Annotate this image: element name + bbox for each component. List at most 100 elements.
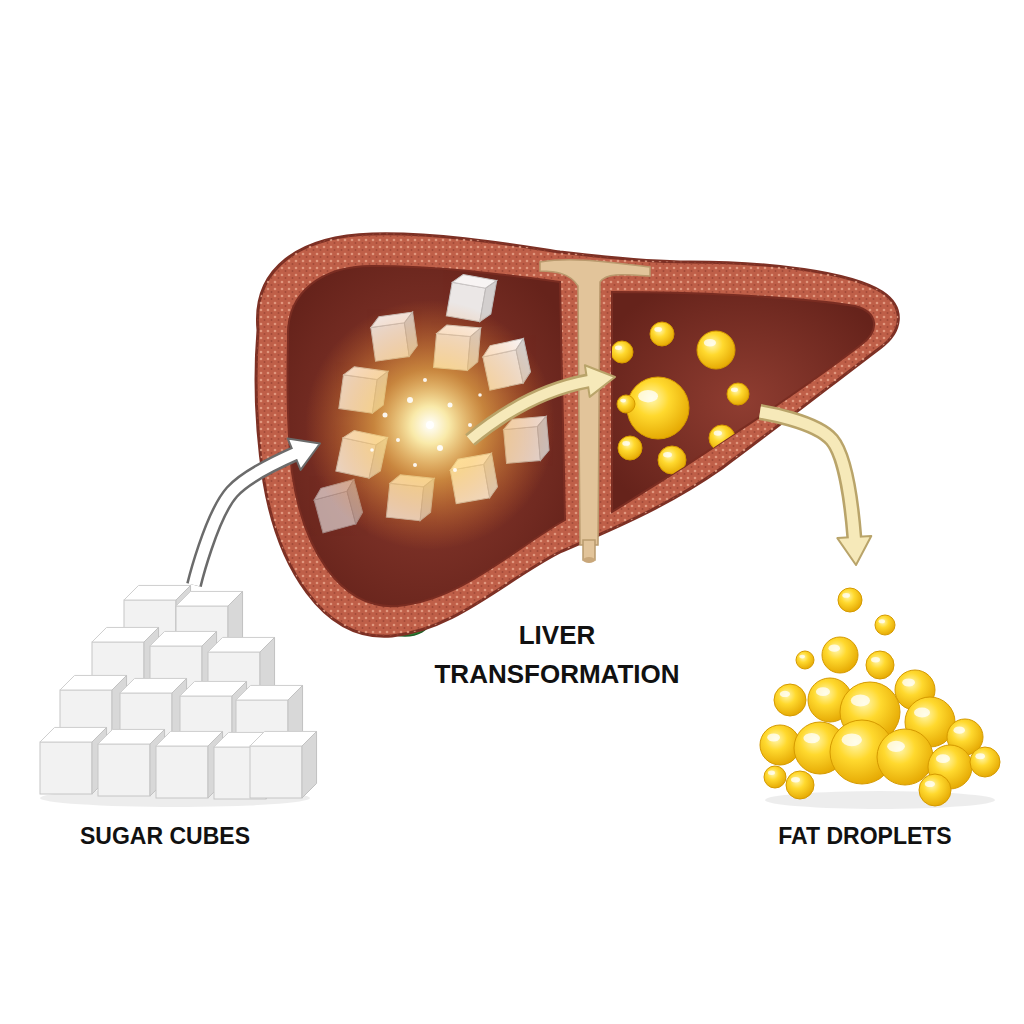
droplet-shine [803,733,820,743]
droplet-body [877,729,933,785]
fat-droplet [611,341,633,363]
right-lobe-fat-droplets [611,322,749,474]
inner-arrow-body [470,381,589,440]
fat-droplet [796,651,814,669]
fat-droplet-pile [760,588,1000,806]
droplet-body [658,446,686,474]
droplet-shine [731,388,738,392]
sparkle [426,421,434,429]
flow-arrow [760,412,871,565]
sparkle [396,438,400,442]
droplet-body [627,377,689,439]
droplet-shine [842,593,850,598]
droplet-body [866,651,894,679]
droplet-body [611,341,633,363]
inner-arrow [470,365,615,440]
fat-droplet [617,395,635,413]
inner-arrow-outline [470,381,588,440]
droplet-body [822,637,858,673]
droplet-shine [620,399,626,403]
droplet-body [650,322,674,346]
fat-droplet [618,436,642,460]
droplet-shine [925,781,935,787]
fat-droplet [822,637,858,673]
arrow-head [837,536,871,565]
droplet-shine [714,430,722,435]
left-lobe-cavity [287,266,565,606]
node-label: SUGAR CUBES [35,823,295,851]
sugar-cube [40,727,107,794]
right-lobe-cavity [612,292,874,512]
fat-droplet [650,322,674,346]
cube-front [156,746,208,798]
droplet-shine [871,657,880,663]
liver-group: LIVER TRANSFORMATION [320,250,760,700]
sparkle [383,413,388,418]
droplet-body [727,383,749,405]
fat-droplet [786,771,814,799]
sparkles [370,378,482,472]
droplet-body [697,331,735,369]
fat-droplet [697,331,735,369]
droplet-shine [887,741,905,752]
droplet-body [786,771,814,799]
droplet-shine [791,777,800,783]
arrow-body [760,412,856,565]
droplet-shine [936,754,950,763]
droplet-shine [975,753,985,759]
droplet-shine [953,727,965,734]
droplet-body [838,588,862,612]
droplet-shine [767,733,780,741]
droplet-shine [638,390,658,402]
cube-side [302,731,317,798]
droplet-shine [663,452,672,458]
sparkle [370,448,374,452]
droplet-shine [902,678,915,686]
liver-texture [256,234,898,637]
droplet-body [709,425,735,451]
fat-droplet [919,774,951,806]
fat-droplet-group: FAT DROPLETS [760,565,1000,870]
droplet-shine [816,687,830,696]
droplet-shine [879,619,885,623]
droplet-body [796,651,814,669]
droplet-body [875,615,895,635]
liver-outline [256,234,898,637]
fat-droplet [970,747,1000,777]
sparkle [413,463,417,467]
fat-droplet [875,615,895,635]
cube-front [98,744,150,796]
sparkle [468,423,472,427]
fat-droplet [877,729,933,785]
droplet-shine [615,346,622,350]
sugar-cube [250,731,317,798]
node-label: FAT DROPLETS [750,823,980,851]
droplet-shine [622,441,630,446]
sparkle [423,378,427,382]
fat-droplet [727,383,749,405]
droplet-shine [768,771,775,775]
fat-droplet [838,588,862,612]
droplet-shine [799,655,805,659]
droplet-shine [914,708,930,718]
cube-front [40,742,92,794]
sugar-cube [98,729,165,796]
fat-droplet [866,651,894,679]
sparkle [448,403,453,408]
ligament [540,260,650,545]
arrow-body [194,444,320,586]
duct-opening [583,557,595,563]
sparkle [437,445,443,451]
droplet-body [618,436,642,460]
droplet-shine [842,733,862,746]
fat-droplet [764,766,786,788]
fat-droplet [774,684,806,716]
droplet-body [617,395,635,413]
droplet-body [970,747,1000,777]
droplet-body [774,684,806,716]
sparkle [478,393,482,397]
reaction-glow [305,300,555,550]
droplet-shine [780,691,790,697]
